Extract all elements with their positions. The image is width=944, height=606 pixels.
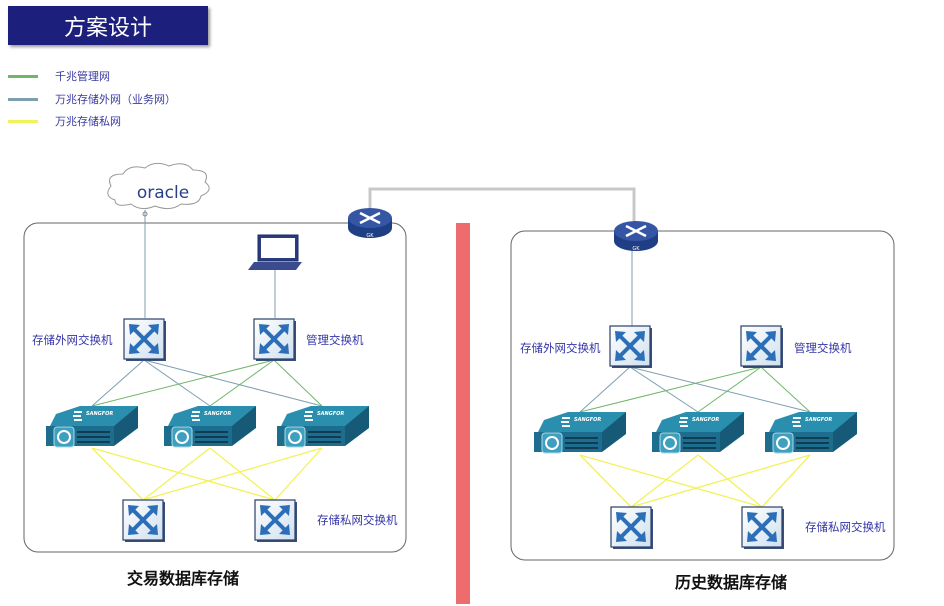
left-links bbox=[91, 210, 323, 501]
right-ext-switch-icon bbox=[608, 324, 654, 370]
right-mgmt-switch-label: 管理交换机 bbox=[794, 341, 852, 355]
router-label: GK bbox=[366, 233, 374, 239]
left-ext-switch-label: 存储外网交换机 bbox=[32, 333, 113, 347]
legend-label: 万兆存储私网 bbox=[55, 115, 121, 128]
right-caption: 历史数据库存储 bbox=[675, 573, 787, 592]
server-brand: SANGFOR bbox=[204, 411, 231, 417]
right-private-switch-icon bbox=[609, 505, 655, 551]
right-zone-frame bbox=[510, 230, 895, 561]
left-private-switch-icon bbox=[253, 498, 299, 544]
laptop-icon bbox=[248, 234, 302, 270]
legend-item-ext: 万兆存储外网（业务网） bbox=[8, 91, 176, 107]
legend-line-yellow bbox=[8, 119, 38, 123]
right-ext-switch-label: 存储外网交换机 bbox=[520, 341, 601, 355]
left-private-switch-icon bbox=[121, 498, 167, 544]
server-brand: SANGFOR bbox=[805, 417, 832, 423]
cloud-label: oracle bbox=[137, 183, 189, 203]
oracle-cloud-icon bbox=[107, 162, 210, 217]
legend-label: 万兆存储外网（业务网） bbox=[55, 93, 176, 106]
left-mgmt-switch-label: 管理交换机 bbox=[306, 333, 364, 347]
server-brand: SANGFOR bbox=[86, 411, 113, 417]
server-brand-labels: SANGFOR SANGFOR SANGFOR SANGFOR SANGFOR … bbox=[86, 411, 832, 423]
server-brand: SANGFOR bbox=[317, 411, 344, 417]
inter-site-link bbox=[368, 187, 636, 226]
left-private-switch-label: 存储私网交换机 bbox=[317, 513, 398, 527]
legend-line-green bbox=[8, 74, 38, 78]
legend-label: 千兆管理网 bbox=[55, 70, 110, 83]
right-links bbox=[579, 250, 811, 508]
server-brand: SANGFOR bbox=[574, 417, 601, 423]
left-mgmt-switch-icon bbox=[252, 317, 298, 363]
legend-line-blue bbox=[8, 97, 38, 101]
server-brand: SANGFOR bbox=[692, 417, 719, 423]
left-ext-switch-icon bbox=[122, 317, 168, 363]
router-label: GK bbox=[632, 246, 640, 252]
left-zone-frame bbox=[23, 222, 407, 553]
right-mgmt-switch-icon bbox=[739, 324, 785, 370]
left-caption: 交易数据库存储 bbox=[127, 569, 239, 588]
legend-item-private: 万兆存储私网 bbox=[8, 113, 121, 129]
legend-item-mgmt: 千兆管理网 bbox=[8, 68, 110, 84]
divider-bar bbox=[456, 223, 470, 604]
page-title: 方案设计 bbox=[8, 6, 208, 45]
right-private-switch-icon bbox=[740, 505, 786, 551]
right-private-switch-label: 存储私网交换机 bbox=[805, 520, 886, 534]
